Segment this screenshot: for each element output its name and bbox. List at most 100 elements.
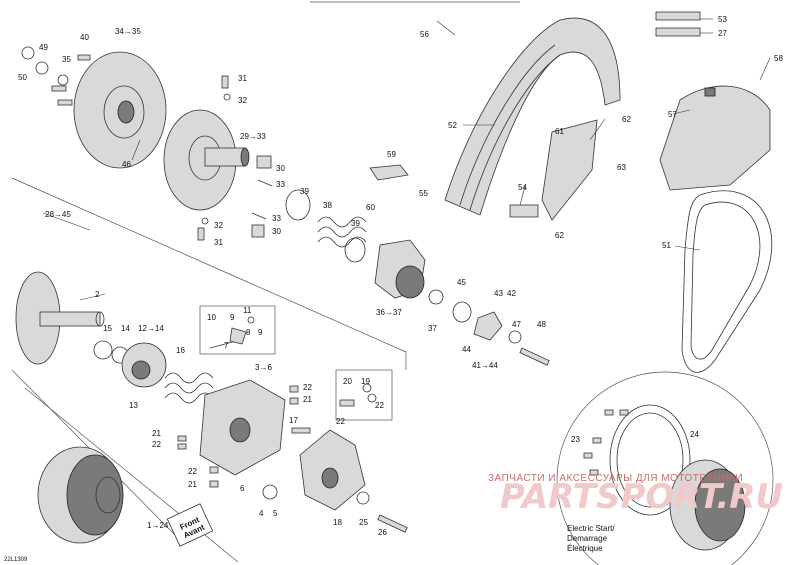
label-30a: 30 bbox=[276, 164, 285, 173]
label-39a: 39 bbox=[300, 187, 309, 196]
cam-assembly bbox=[299, 429, 408, 533]
label-57: 57 bbox=[668, 110, 677, 119]
label-15: 15 bbox=[103, 324, 112, 333]
label-27: 27 bbox=[718, 29, 727, 38]
label-6: 6 bbox=[240, 484, 245, 493]
label-25: 25 bbox=[359, 518, 368, 527]
label-33b: 33 bbox=[272, 214, 281, 223]
label-14: 14 bbox=[121, 324, 130, 333]
label-24: 24 bbox=[690, 430, 699, 439]
label-53: 53 bbox=[718, 15, 727, 24]
label-9b: 9 bbox=[258, 328, 263, 337]
spider-assembly-upper bbox=[374, 239, 550, 366]
watermark-text: ЗАПЧАСТИ И АКСЕССУАРЫ ДЛЯ МОТОТЕХНИКИ bbox=[488, 473, 743, 484]
label-32b: 32 bbox=[214, 221, 223, 230]
label-32a: 32 bbox=[238, 96, 247, 105]
label-48: 48 bbox=[537, 320, 546, 329]
label-52: 52 bbox=[448, 121, 457, 130]
fixed-sheave-upper bbox=[73, 51, 167, 169]
frame-lever-detail bbox=[199, 305, 276, 355]
label-31a: 31 bbox=[238, 74, 247, 83]
label-16: 16 bbox=[176, 346, 185, 355]
belt-guard bbox=[444, 17, 621, 216]
label-43: 43 bbox=[494, 289, 503, 298]
label-12-14: 12→14 bbox=[138, 324, 164, 333]
label-41-44: 41→44 bbox=[472, 361, 498, 370]
guard-bracket bbox=[369, 119, 598, 221]
label-20: 20 bbox=[343, 377, 352, 386]
label-7: 7 bbox=[224, 341, 229, 350]
label-22-lower: 22 bbox=[188, 467, 197, 476]
diagram-code: 22L1309 bbox=[4, 557, 28, 563]
inset-bolts bbox=[583, 409, 629, 476]
label-29-33: 29→33 bbox=[240, 132, 266, 141]
frame-roller-detail bbox=[335, 369, 393, 421]
label-61: 61 bbox=[555, 127, 564, 136]
label-30b: 30 bbox=[272, 227, 281, 236]
drive-belt bbox=[681, 190, 773, 373]
label-13: 13 bbox=[129, 401, 138, 410]
label-54: 54 bbox=[518, 183, 527, 192]
label-21c: 21 bbox=[188, 480, 197, 489]
label-62a: 62 bbox=[622, 115, 631, 124]
label-42: 42 bbox=[507, 289, 516, 298]
drive-pulley-assembled bbox=[37, 446, 124, 544]
inset-caption-line2: Demarrage bbox=[567, 534, 608, 543]
watermark-logo: PARTSPORT.RU bbox=[500, 477, 783, 517]
label-62b: 62 bbox=[555, 231, 564, 240]
label-55: 55 bbox=[419, 189, 428, 198]
label-49: 49 bbox=[39, 43, 48, 52]
label-26: 26 bbox=[378, 528, 387, 537]
label-36-37: 36→37 bbox=[376, 308, 402, 317]
driven-pulley-parts bbox=[93, 340, 214, 404]
inset-caption-line1: Electric Start/ bbox=[567, 524, 615, 533]
label-8: 8 bbox=[246, 328, 251, 337]
label-23: 23 bbox=[571, 435, 580, 444]
roller-detail bbox=[339, 383, 377, 407]
lever-detail bbox=[209, 316, 255, 349]
label-40: 40 bbox=[80, 33, 89, 42]
label-5: 5 bbox=[273, 509, 278, 518]
label-63: 63 bbox=[617, 163, 626, 172]
label-39b: 39 bbox=[351, 219, 360, 228]
label-22d: 22 bbox=[152, 440, 161, 449]
label-22c: 22 bbox=[336, 417, 345, 426]
label-3-6: 3→6 bbox=[255, 363, 272, 372]
ring-gear bbox=[609, 404, 691, 516]
driven-sheave-body bbox=[199, 379, 286, 476]
label-60: 60 bbox=[366, 203, 375, 212]
inset-caption-line3: Électrique bbox=[567, 544, 603, 553]
spring-assembly bbox=[285, 189, 367, 263]
label-37: 37 bbox=[428, 324, 437, 333]
label-58: 58 bbox=[774, 54, 783, 63]
label-46: 46 bbox=[122, 160, 131, 169]
label-17: 17 bbox=[289, 416, 298, 425]
hardware-upper-left bbox=[21, 46, 273, 241]
label-11: 11 bbox=[243, 306, 252, 315]
label-21b: 21 bbox=[152, 429, 161, 438]
label-50: 50 bbox=[18, 73, 27, 82]
frame-line-upper bbox=[11, 177, 407, 353]
label-10: 10 bbox=[207, 313, 216, 322]
label-38: 38 bbox=[323, 201, 332, 210]
label-34-35: 34→35 bbox=[115, 27, 141, 36]
label-21a: 21 bbox=[303, 395, 312, 404]
label-18: 18 bbox=[333, 518, 342, 527]
sliding-sheave-upper bbox=[163, 109, 250, 211]
label-51: 51 bbox=[662, 241, 671, 250]
label-2: 2 bbox=[95, 290, 100, 299]
clutch-cover bbox=[659, 85, 771, 191]
label-44: 44 bbox=[462, 345, 471, 354]
fixed-sheave-lower bbox=[15, 271, 105, 365]
label-9a: 9 bbox=[230, 313, 235, 322]
label-47: 47 bbox=[512, 320, 521, 329]
label-22a: 22 bbox=[303, 383, 312, 392]
front-tag bbox=[166, 503, 214, 547]
label-31b: 31 bbox=[214, 238, 223, 247]
label-33a: 33 bbox=[276, 180, 285, 189]
frame-electric-start-inset bbox=[556, 371, 774, 565]
label-45: 45 bbox=[457, 278, 466, 287]
decal-label bbox=[655, 11, 701, 37]
label-28-45: 28→45 bbox=[45, 210, 71, 219]
